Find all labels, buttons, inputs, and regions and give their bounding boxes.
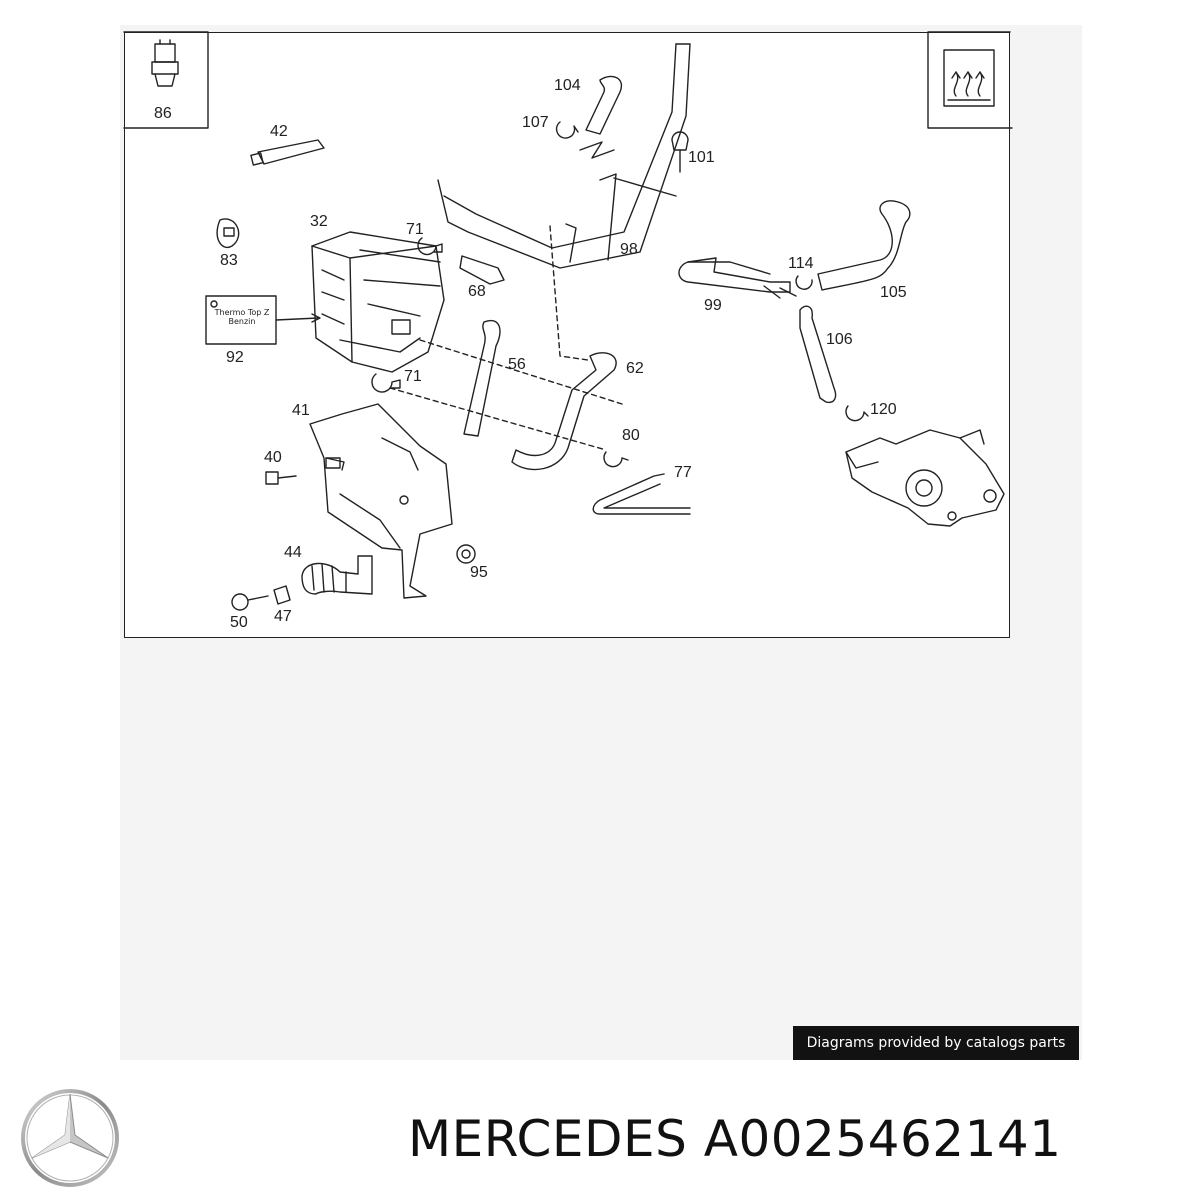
leader-lines [389, 225, 623, 451]
clip-47 [273, 585, 291, 605]
hose-104 [585, 75, 623, 135]
callout-99: 99 [704, 297, 722, 314]
break-line-upper [579, 141, 615, 159]
pipe-77 [592, 473, 691, 515]
callout-80: 80 [622, 427, 640, 444]
pipe-77-inner [603, 483, 691, 509]
callout-41: 41 [292, 402, 310, 419]
credit-badge: Diagrams provided by catalogs parts [793, 1026, 1079, 1060]
diagram-frame [124, 32, 1010, 638]
bolt-50 [231, 593, 269, 611]
title-part-number: A0025462141 [703, 1110, 1062, 1168]
page-title: MERCEDES A0025462141 [408, 1110, 1062, 1168]
callout-101: 101 [688, 149, 715, 166]
water-pump [845, 429, 1005, 527]
callout-62: 62 [626, 360, 644, 377]
warning-label-line2: Benzin [228, 317, 256, 327]
callout-47: 47 [274, 608, 292, 625]
warning-label-92 [205, 295, 321, 345]
callout-120: 120 [870, 401, 897, 418]
inset-box-86 [123, 31, 209, 129]
inset-box-heat-symbol [927, 31, 1013, 129]
warning-label-text: Thermo Top Z Benzin [208, 308, 276, 326]
heat-symbol-icon [943, 49, 995, 107]
callout-92: 92 [226, 349, 244, 366]
sensor-86-part [151, 39, 179, 87]
callout-71-lower: 71 [404, 368, 422, 385]
callout-42: 42 [270, 123, 288, 140]
mercedes-star-icon [21, 1089, 119, 1187]
bolt-40 [265, 471, 297, 485]
clamp-71-lower [371, 373, 401, 393]
callout-50: 50 [230, 614, 248, 631]
callout-98: 98 [620, 241, 638, 258]
bracket-83 [216, 218, 240, 249]
clamp-120 [845, 405, 869, 422]
callout-106: 106 [826, 331, 853, 348]
bracket-41 [309, 403, 453, 599]
title-brand: MERCEDES [408, 1110, 688, 1168]
hose-68 [459, 255, 505, 285]
paste-tube-42 [250, 139, 325, 166]
callout-105: 105 [880, 284, 907, 301]
leader-101 [613, 177, 677, 197]
callout-104: 104 [554, 77, 581, 94]
clamp-71-upper [417, 237, 443, 256]
callout-95: 95 [470, 564, 488, 581]
clamp-114 [795, 275, 813, 290]
callout-107: 107 [522, 114, 549, 131]
callout-71-upper: 71 [406, 221, 424, 238]
corrugated-hose-44 [301, 555, 373, 595]
callout-68: 68 [468, 283, 486, 300]
hose-105 [817, 200, 911, 291]
callout-83: 83 [220, 252, 238, 269]
callout-114: 114 [788, 255, 814, 272]
warning-label-line1: Thermo Top Z [214, 308, 270, 317]
clamp-107 [555, 121, 579, 139]
callout-56: 56 [508, 356, 526, 373]
callout-32: 32 [310, 213, 328, 230]
callout-40: 40 [264, 449, 282, 466]
nut-95 [456, 544, 476, 564]
clamp-80 [603, 451, 629, 468]
hose-56 [463, 319, 501, 437]
hose-62 [511, 352, 617, 471]
callout-44: 44 [284, 544, 302, 561]
pipe-99 [678, 257, 797, 299]
callout-86: 86 [154, 105, 172, 122]
hose-106 [799, 305, 837, 404]
bolt-101 [671, 131, 689, 173]
pipe-98 [437, 43, 691, 269]
heater-unit-32 [311, 231, 445, 373]
callout-77: 77 [674, 464, 692, 481]
